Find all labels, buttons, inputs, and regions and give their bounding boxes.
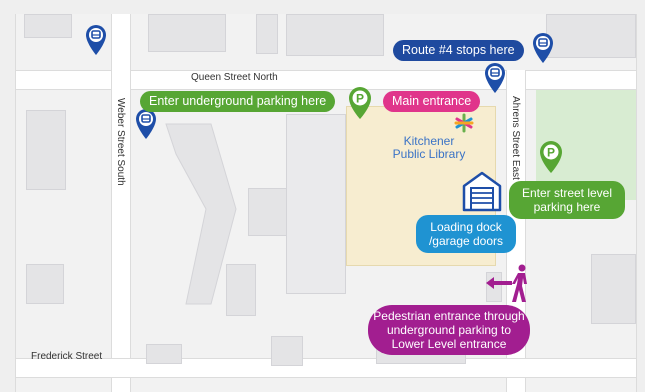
building-block: [24, 14, 72, 38]
weber-street-label: Weber Street South: [115, 98, 126, 186]
library-logo-icon: [454, 113, 474, 133]
parking-structure: [286, 114, 346, 294]
loading-dock-line1: Loading dock: [430, 220, 502, 234]
weber-street-road: [111, 14, 131, 392]
arrow-left-icon: [486, 277, 512, 289]
pedestrian-line3: Lower Level entrance: [391, 337, 507, 351]
building-block: [591, 254, 636, 324]
library-name-line2: Public Library: [392, 147, 466, 161]
bus-stop-pin-icon: [136, 109, 156, 139]
street-parking-line2: parking here: [533, 200, 601, 214]
parking-pin-icon: P: [540, 141, 562, 173]
building-block: [226, 264, 256, 316]
svg-text:P: P: [547, 146, 555, 160]
building-block: [546, 14, 636, 58]
library-name: Kitchener Public Library: [384, 135, 474, 161]
main-entrance-label: Main entrance: [383, 91, 481, 112]
pedestrian-line2: underground parking to: [386, 323, 512, 337]
building-block: [26, 264, 64, 304]
garage-door-icon: [462, 171, 502, 212]
bus-stop-pin-icon: [485, 63, 505, 93]
queen-street-road: [16, 70, 636, 90]
svg-text:P: P: [356, 92, 364, 106]
street-parking-line1: Enter street level: [521, 186, 613, 200]
pedestrian-entrance-label: Pedestrian entrance through underground …: [368, 305, 530, 355]
building-block: [26, 110, 66, 190]
queen-street-label: Queen Street North: [191, 72, 278, 83]
building-block: [148, 14, 226, 52]
bus-stop-pin-icon: [86, 25, 106, 55]
pedestrian-icon: [512, 264, 527, 302]
street-parking-label: Enter street level parking here: [509, 181, 625, 219]
underground-parking-label: Enter underground parking here: [140, 91, 336, 112]
library-name-line1: Kitchener: [403, 134, 455, 148]
ahrens-street-label: Ahrens Street East: [510, 96, 521, 180]
loading-dock-line2: /garage doors: [428, 234, 504, 248]
loading-dock-label: Loading dock /garage doors: [416, 215, 516, 253]
building-block: [146, 344, 182, 364]
building-block: [256, 14, 278, 54]
route-4-label: Route #4 stops here: [393, 40, 524, 61]
building-block: [271, 336, 303, 366]
parking-pin-icon: P: [349, 87, 371, 119]
building-block: [286, 14, 384, 56]
angled-building: [165, 123, 237, 305]
frederick-street-label: Frederick Street: [31, 351, 103, 362]
bus-stop-pin-icon: [533, 33, 553, 63]
pedestrian-line1: Pedestrian entrance through: [373, 309, 525, 323]
map-area: Queen Street North Weber Street South Ah…: [15, 14, 637, 392]
frederick-street-road: [16, 358, 636, 378]
